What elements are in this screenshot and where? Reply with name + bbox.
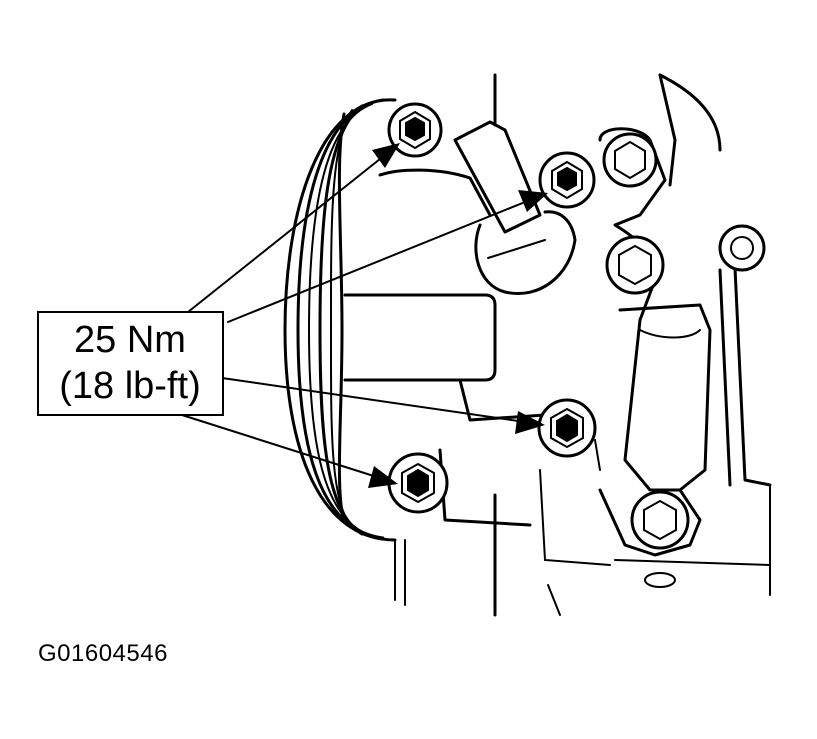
bracket-bolts	[602, 132, 766, 550]
strap-eye	[718, 224, 766, 272]
torque-value-imperial: (18 lb-ft)	[59, 365, 200, 407]
torque-bolts	[387, 102, 597, 514]
torque-value-metric: 25 Nm	[74, 319, 186, 361]
mounting-bracket	[594, 73, 772, 596]
bracket-bolt-top	[602, 132, 658, 188]
leader-lines	[181, 143, 548, 488]
bolt-lower-left	[387, 452, 449, 514]
bolt-upper-right	[538, 151, 596, 209]
torque-callout: 25 Nm (18 lb-ft)	[37, 311, 224, 416]
bolt-lower-right	[537, 398, 597, 458]
arrowhead-lower-left	[368, 466, 398, 488]
bracket-bolt-middle	[605, 235, 665, 295]
arrowhead-lower-right	[515, 411, 545, 434]
arrowhead-upper-right	[518, 190, 548, 212]
figure-id: G01604546	[38, 640, 168, 667]
bolt-upper-left	[387, 102, 443, 158]
outlet-fitting	[453, 120, 577, 295]
arrowhead-upper-left	[372, 143, 400, 168]
bracket-bolt-bottom	[630, 490, 690, 550]
pulley	[283, 98, 406, 606]
